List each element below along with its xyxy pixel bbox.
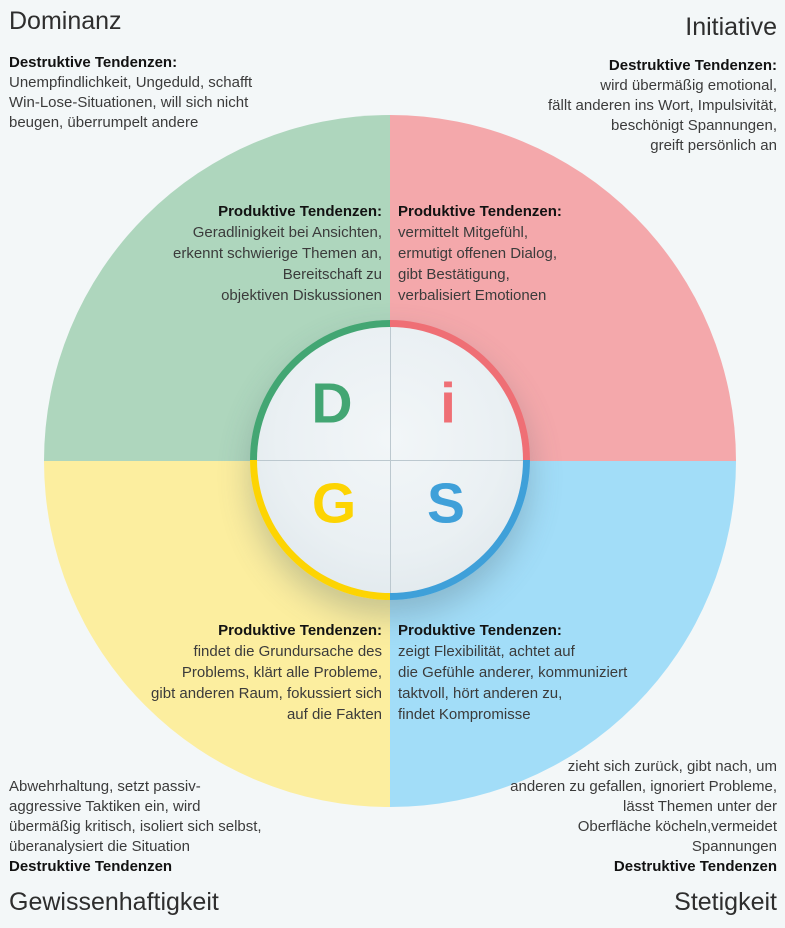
dominanz-title: Dominanz [9,7,122,35]
dominanz-destructive-text: Unempfindlichkeit, Ungeduld, schafft Win… [9,73,253,131]
initiative-title: Initiative [685,13,777,41]
stetigkeit-productive-text: zeigt Flexibilität, achtet auf die Gefüh… [398,643,628,723]
stetigkeit-title: Stetigkeit [674,888,777,917]
gewissenhaftigkeit-productive-block: Produktive Tendenzen: findet die Grundur… [151,620,382,725]
axis-line-horizontal [257,459,523,461]
initiative-productive-block: Produktive Tendenzen: vermittelt Mitgefü… [398,201,562,306]
center-circle-ring: D i G S [250,320,530,600]
dominanz-productive-label: Produktive Tendenzen: [218,203,382,220]
center-circle [257,327,523,593]
stetigkeit-productive-block: Produktive Tendenzen: zeigt Flexibilität… [398,620,627,725]
dominanz-corner-block: Dominanz Destruktive Tendenzen: Unempfin… [9,7,252,133]
gewissenhaftigkeit-destructive-text: Abwehrhaltung, setzt passiv- aggressive … [9,778,262,856]
gewissenhaftigkeit-productive-label: Produktive Tendenzen: [218,622,382,639]
letter-i: i [440,371,456,436]
initiative-destructive-text: wird übermäßig emotional, fällt anderen … [548,76,777,154]
dominanz-destructive-label: Destruktive Tendenzen: [9,53,178,71]
stetigkeit-corner-block: zieht sich zurück, gibt nach, um anderen… [510,757,777,917]
initiative-corner-block: Initiative Destruktive Tendenzen: wird ü… [548,13,777,156]
gewissenhaftigkeit-title: Gewissenhaftigkeit [9,888,219,917]
stetigkeit-destructive-label: Destruktive Tendenzen [613,858,777,876]
dominanz-productive-block: Produktive Tendenzen: Geradlinigkeit bei… [173,201,382,306]
stetigkeit-destructive-text: zieht sich zurück, gibt nach, um anderen… [510,758,777,856]
letter-d: D [311,371,353,436]
initiative-destructive-label: Destruktive Tendenzen: [608,56,777,74]
initiative-productive-label: Produktive Tendenzen: [398,203,562,220]
dominanz-productive-text: Geradlinigkeit bei Ansichten, erkennt sc… [172,224,382,304]
stetigkeit-productive-label: Produktive Tendenzen: [398,622,562,639]
gewissenhaftigkeit-corner-block: Abwehrhaltung, setzt passiv- aggressive … [9,777,262,917]
gewissenhaftigkeit-productive-text: findet die Grundursache des Problems, kl… [151,643,382,723]
letter-s: S [426,471,466,536]
initiative-productive-text: vermittelt Mitgefühl, ermutigt offenen D… [398,224,557,304]
letter-g: G [311,471,357,536]
gewissenhaftigkeit-destructive-label: Destruktive Tendenzen [9,858,173,876]
